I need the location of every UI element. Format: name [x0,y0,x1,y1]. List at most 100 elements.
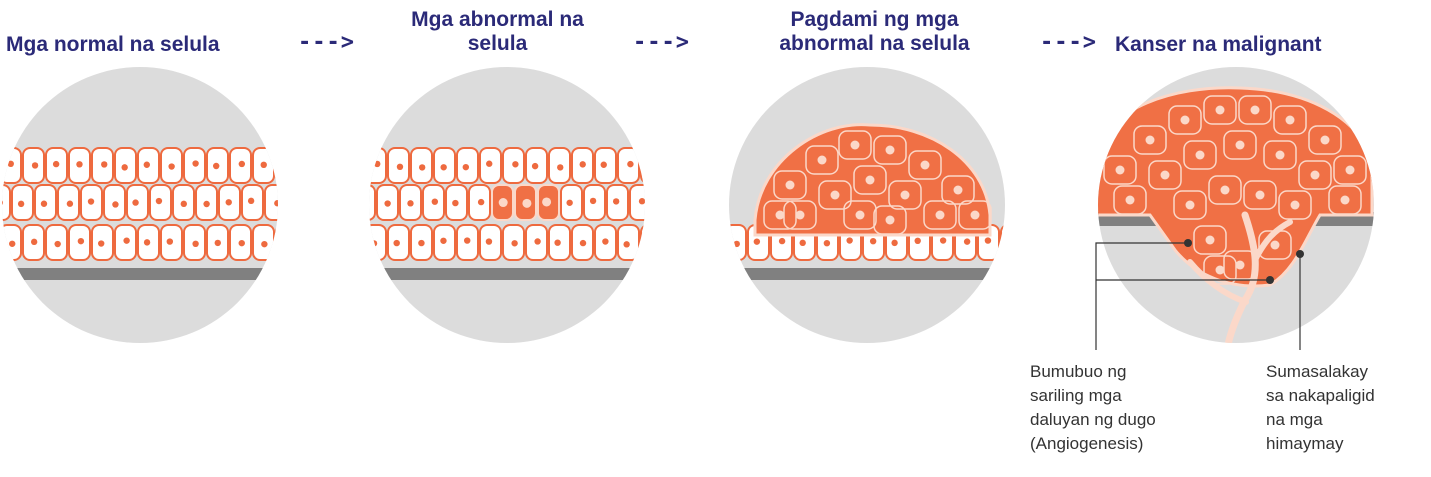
cell-nucleus [623,241,629,247]
tumor-nucleus [1161,171,1170,180]
cell-nucleus [18,201,24,207]
cell-nucleus [602,238,608,244]
cell-nucleus [464,237,470,243]
cell-nucleus [601,162,607,168]
cell-nucleus [226,199,232,205]
tumor-nucleus [866,176,875,185]
cell-nucleus [295,199,301,205]
cell-nucleus [192,241,198,247]
tumor-nucleus [1186,201,1195,210]
tumor-nucleus [1251,106,1260,115]
normal-cell-grid [0,148,309,260]
cell-nucleus [542,197,551,206]
normal-cell [641,148,662,183]
tumor-nucleus [1291,201,1300,210]
tumor-nucleus [796,211,805,220]
tumor-nucleus [1181,116,1190,125]
cell-nucleus [915,238,921,244]
cell-nucleus [613,198,619,204]
normal-cell [653,185,674,220]
tumor-nucleus [1271,241,1280,250]
cell-nucleus [486,161,492,167]
cell-nucleus [418,240,424,246]
normal-cell [1001,225,1022,260]
cell-nucleus [32,162,38,168]
tumor-nucleus [786,181,795,190]
cell-nucleus [121,164,127,170]
cell-nucleus [53,161,59,167]
callout-angiogenesis: Bumubuo ng sariling mga daluyan ng dugo … [1030,360,1190,456]
cell-nucleus [511,240,517,246]
cell-nucleus [393,240,399,246]
normal-cell [641,225,662,260]
proliferation-illustration [720,67,1022,343]
cell-nucleus [41,201,47,207]
cell-nucleus [824,240,830,246]
tumor-nucleus [1311,171,1320,180]
tumor-nucleus [1216,266,1225,275]
cell-nucleus [522,199,531,208]
cell-nucleus [156,198,162,204]
cell-nucleus [98,240,104,246]
cell-nucleus [168,163,174,169]
cell-nucleus [283,164,289,170]
cell-nucleus [452,200,458,206]
cell-nucleus [554,239,560,245]
cell-nucleus [8,161,14,167]
cell-nucleus [870,238,876,244]
cell-nucleus [512,161,518,167]
cell-nucleus [239,161,245,167]
cell-nucleus [213,163,219,169]
cell-nucleus [31,239,37,245]
tumor-nucleus [1196,151,1205,160]
cell-nucleus [432,198,438,204]
cell-nucleus [463,164,469,170]
cell-nucleus [144,162,150,168]
cell-nucleus [419,164,425,170]
cell-nucleus [486,238,492,244]
cell-nucleus [397,164,403,170]
cell-nucleus [101,161,107,167]
tumor-nucleus [856,211,865,220]
cell-nucleus [964,238,970,244]
cell-nucleus [371,240,377,246]
cell-nucleus [282,238,288,244]
cell-nucleus [440,238,446,244]
normal-cells-illustration [0,67,309,343]
cell-nucleus [440,164,446,170]
tumor-nucleus [1221,186,1230,195]
cell-nucleus [499,198,508,207]
cell-nucleus [566,200,572,206]
cell-nucleus [215,240,221,246]
tumor-nucleus [1256,191,1265,200]
cell-nucleus [627,161,633,167]
tumor-nucleus [901,191,910,200]
cell-nucleus [261,162,267,168]
cell-nucleus [647,239,653,245]
cell-nucleus [800,240,806,246]
cell-nucleus [754,238,760,244]
tumor-nucleus [954,186,963,195]
cell-nucleus [239,240,245,246]
normal-cell [354,185,375,220]
cell-nucleus [181,201,187,207]
cell-nucleus [112,201,118,207]
cell-nucleus [67,201,73,207]
tumor-nucleus [776,211,785,220]
cell-nucleus [580,161,586,167]
cell-nucleus [580,240,586,246]
cell-nucleus [590,198,596,204]
tumor-nucleus [851,141,860,150]
tumor-nucleus [1276,151,1285,160]
cell-nucleus [478,199,484,205]
tumor-nucleus [831,191,840,200]
cell-nucleus [846,237,852,243]
tumor-nucleus [1206,236,1215,245]
tumor-nucleus [886,216,895,225]
tumor-nucleus [936,211,945,220]
tumor-nucleus [1116,166,1125,175]
abnormal-cells-illustration [354,67,674,343]
normal-cell [288,185,309,220]
malignant-illustration [1095,67,1385,345]
